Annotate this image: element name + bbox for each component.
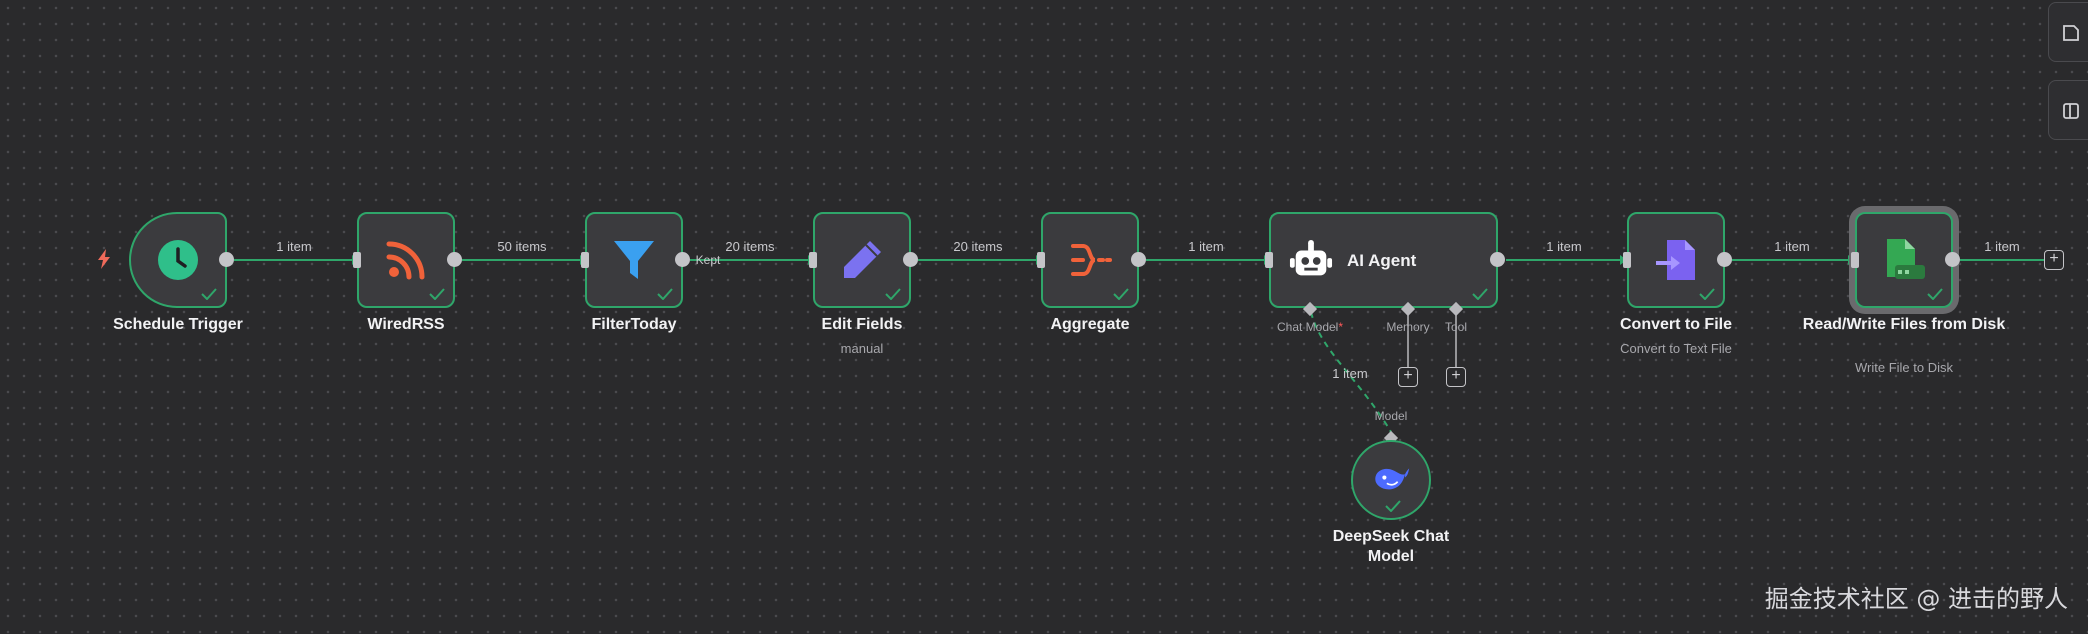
port-in-convert-to-file[interactable] (1623, 252, 1631, 268)
port-out-schedule-trigger[interactable] (219, 252, 234, 267)
node-title-edit-fields: Edit Fields (821, 316, 903, 333)
node-edit-fields[interactable] (813, 212, 911, 308)
node-subtitle-edit-fields: manual (840, 341, 884, 356)
node-filter-today[interactable] (585, 212, 683, 308)
success-check-icon (1113, 288, 1129, 300)
node-title-deepseek-chat-model: DeepSeek Chat Model (1332, 528, 1450, 565)
port-in-filter-today[interactable] (581, 252, 589, 268)
file-convert-icon (1656, 240, 1695, 280)
success-check-icon (1472, 288, 1488, 300)
node-schedule-trigger[interactable] (129, 212, 227, 308)
input-label-tool: Tool (1444, 320, 1468, 334)
edge-label-3: 20 items (725, 239, 775, 254)
node-ai-agent[interactable]: AI Agent (1269, 212, 1498, 308)
success-check-icon (1385, 500, 1401, 512)
node-aggregate[interactable] (1041, 212, 1139, 308)
edge-label-8: 1 item (1984, 239, 2020, 254)
success-check-icon (429, 288, 445, 300)
node-title-convert-to-file: Convert to File (1619, 316, 1732, 333)
node-title-filter-today: FilterToday (591, 316, 677, 333)
toggle-panel-button[interactable] (2048, 80, 2088, 140)
port-out-edit-fields[interactable] (903, 252, 918, 267)
port-in-ai-agent[interactable] (1265, 252, 1273, 268)
node-read-write-files[interactable] (1855, 212, 1953, 308)
node-convert-to-file[interactable] (1627, 212, 1725, 308)
port-out-read-write-files[interactable] (1945, 252, 1960, 267)
add-node-button[interactable]: + (2044, 250, 2064, 270)
edge-label-1: 1 item (276, 239, 312, 254)
edge-label-model-link: 1 item (1332, 366, 1368, 381)
node-wired-rss[interactable] (357, 212, 455, 308)
success-check-icon (201, 288, 217, 300)
panel-layout-icon (2063, 103, 2079, 119)
watermark: 掘金技术社区 @ 进击的野人 (1764, 585, 2068, 613)
edge-label-5: 1 item (1188, 239, 1224, 254)
input-label-chat-model: Chat Model* (1276, 320, 1344, 334)
add-memory-button[interactable]: + (1398, 367, 1418, 387)
robot-icon (1289, 239, 1333, 276)
success-check-icon (885, 288, 901, 300)
sticky-note-button[interactable] (2048, 2, 2088, 62)
port-label-model: Model (1374, 409, 1408, 423)
edge-label-4: 20 items (953, 239, 1003, 254)
edge-label-2: 50 items (497, 239, 547, 254)
node-title-wired-rss: WiredRSS (367, 316, 445, 333)
port-out-convert-to-file[interactable] (1717, 252, 1732, 267)
trigger-bolt-icon (98, 249, 110, 269)
port-in-aggregate[interactable] (1037, 252, 1045, 268)
port-in-wired-rss[interactable] (353, 252, 361, 268)
clock-icon (158, 240, 198, 280)
node-title-ai-agent: AI Agent (1347, 251, 1417, 270)
input-label-memory: Memory (1386, 320, 1430, 334)
add-tool-button[interactable]: + (1446, 367, 1466, 387)
node-title-schedule-trigger: Schedule Trigger (113, 316, 243, 333)
port-out-ai-agent[interactable] (1490, 252, 1505, 267)
pencil-icon (844, 241, 881, 278)
node-deepseek-chat-model[interactable] (1351, 440, 1431, 520)
port-out-filter-today[interactable] (675, 252, 690, 267)
filter-icon (614, 241, 654, 279)
sticky-note-icon (2063, 25, 2079, 41)
node-subtitle-convert-to-file: Convert to Text File (1620, 341, 1732, 356)
port-out-aggregate[interactable] (1131, 252, 1146, 267)
rss-icon (386, 241, 425, 280)
success-check-icon (657, 288, 673, 300)
node-subtitle-read-write-files: Write File to Disk (1855, 360, 1953, 375)
deepseek-whale-icon (1375, 468, 1410, 490)
success-check-icon (1699, 288, 1715, 300)
edge-label-7: 1 item (1774, 239, 1810, 254)
node-title-read-write-files: Read/Write Files from Disk (1802, 316, 2006, 333)
node-title-aggregate: Aggregate (1050, 316, 1130, 333)
port-out-wired-rss[interactable] (447, 252, 462, 267)
port-in-edit-fields[interactable] (809, 252, 817, 268)
required-asterisk: * (1338, 320, 1344, 334)
disk-file-icon (1887, 239, 1925, 279)
success-check-icon (1927, 288, 1943, 300)
edge-label-6: 1 item (1546, 239, 1582, 254)
edge-label-branch-kept: Kept (695, 253, 721, 267)
aggregate-icon (1071, 244, 1112, 276)
port-in-read-write-files[interactable] (1851, 252, 1859, 268)
